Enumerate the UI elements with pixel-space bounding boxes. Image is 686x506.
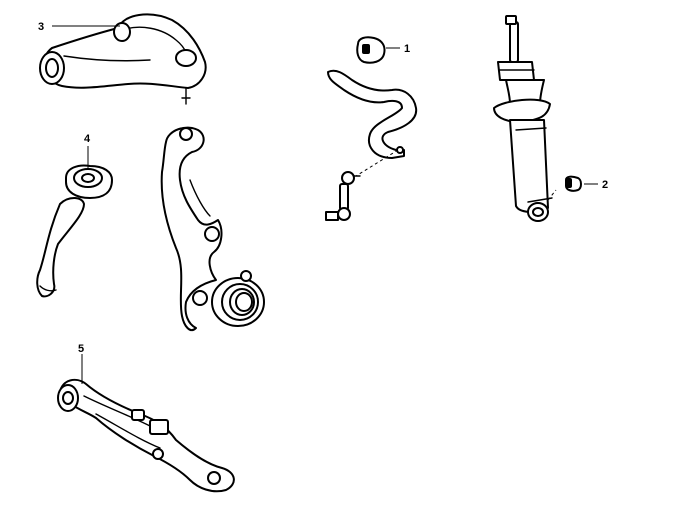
shock-absorber: [493, 15, 557, 222]
callout-1: 1: [386, 43, 410, 55]
upper-control-arm: [39, 13, 207, 105]
callout-5-label: 5: [78, 343, 84, 355]
callout-2: 2: [584, 179, 608, 191]
callout-3: 3: [38, 21, 120, 33]
lower-control-arm: [57, 378, 235, 493]
bushing: [65, 164, 113, 199]
tie-rod-end: [36, 197, 85, 298]
callout-5: 5: [78, 343, 84, 384]
callout-3-label: 3: [38, 21, 44, 33]
callout-1-label: 1: [404, 43, 410, 55]
callout-2-label: 2: [602, 179, 608, 191]
stabilizer-bushing: [356, 36, 386, 64]
steering-knuckle: [160, 126, 265, 332]
strut-bushing: [565, 175, 582, 192]
stabilizer-bar: [327, 69, 418, 159]
stabilizer-link: [325, 149, 399, 221]
callout-4-label: 4: [84, 133, 91, 145]
callout-4: 4: [84, 133, 91, 168]
